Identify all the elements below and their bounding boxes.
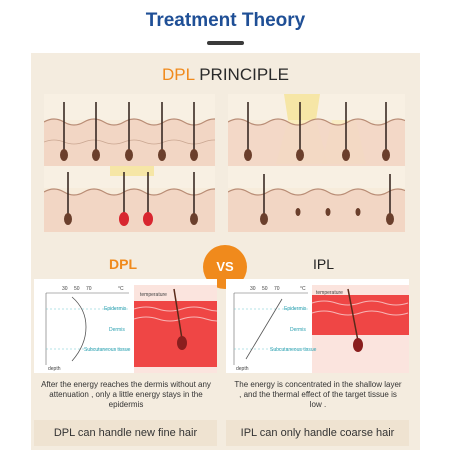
principle-rest: PRINCIPLE: [199, 65, 289, 84]
dpl-footer: DPL can handle new fine hair: [34, 420, 217, 446]
dpl-epidermis-label: Epidermis: [104, 306, 127, 312]
dpl-subcutaneous-label: Subcutaneous tissue: [84, 347, 131, 353]
ipl-dermis-label: Dermis: [290, 327, 306, 333]
dpl-scale-unit: °C: [118, 286, 124, 292]
ipl-epidermis-label: Epidermis: [284, 306, 307, 312]
ipl-description: The energy is concentrated in the shallo…: [234, 380, 402, 409]
ipl-temperature-label: temperature: [316, 290, 343, 296]
ipl-scale-50: 50: [262, 286, 268, 292]
ipl-diagram: 30 50 70 °C temperature Epidermis Dermis…: [226, 279, 409, 373]
ipl-subcutaneous-label: Subcutaneous tissue: [270, 347, 317, 353]
dpl-scale-50: 50: [74, 286, 80, 292]
dpl-graph: [45, 285, 217, 373]
follicle-card-1: [44, 94, 215, 170]
follicle-illustration-3: [44, 166, 215, 232]
title-underline: [207, 41, 244, 45]
dpl-temperature-label: temperature: [140, 292, 167, 298]
dpl-depth-label: depth: [48, 366, 61, 372]
follicle-illustration-4: [228, 166, 405, 232]
ipl-scale-30: 30: [250, 286, 256, 292]
page-title: Treatment Theory: [145, 10, 306, 31]
follicle-card-3: [44, 166, 215, 232]
dpl-label: DPL: [109, 256, 137, 272]
follicle-card-4: [228, 166, 405, 232]
follicle-card-2: [228, 94, 405, 170]
principle-accent: DPL: [162, 65, 195, 84]
follicle-illustration-1: [44, 94, 215, 170]
principle-heading: DPL PRINCIPLE: [0, 65, 451, 85]
ipl-scale-70: 70: [274, 286, 280, 292]
dpl-description: After the energy reaches the dermis with…: [41, 380, 211, 409]
dpl-diagram: 30 50 70 °C temperature Epidermis Dermis…: [34, 279, 217, 373]
ipl-scale-unit: °C: [300, 286, 306, 292]
dpl-scale-30: 30: [62, 286, 68, 292]
ipl-footer: IPL can only handle coarse hair: [226, 420, 409, 446]
follicle-illustration-2: [228, 94, 405, 170]
dpl-dermis-label: Dermis: [109, 327, 125, 333]
ipl-label: IPL: [313, 256, 335, 272]
ipl-graph: [233, 285, 409, 373]
ipl-depth-label: depth: [236, 366, 249, 372]
dpl-scale-70: 70: [86, 286, 92, 292]
